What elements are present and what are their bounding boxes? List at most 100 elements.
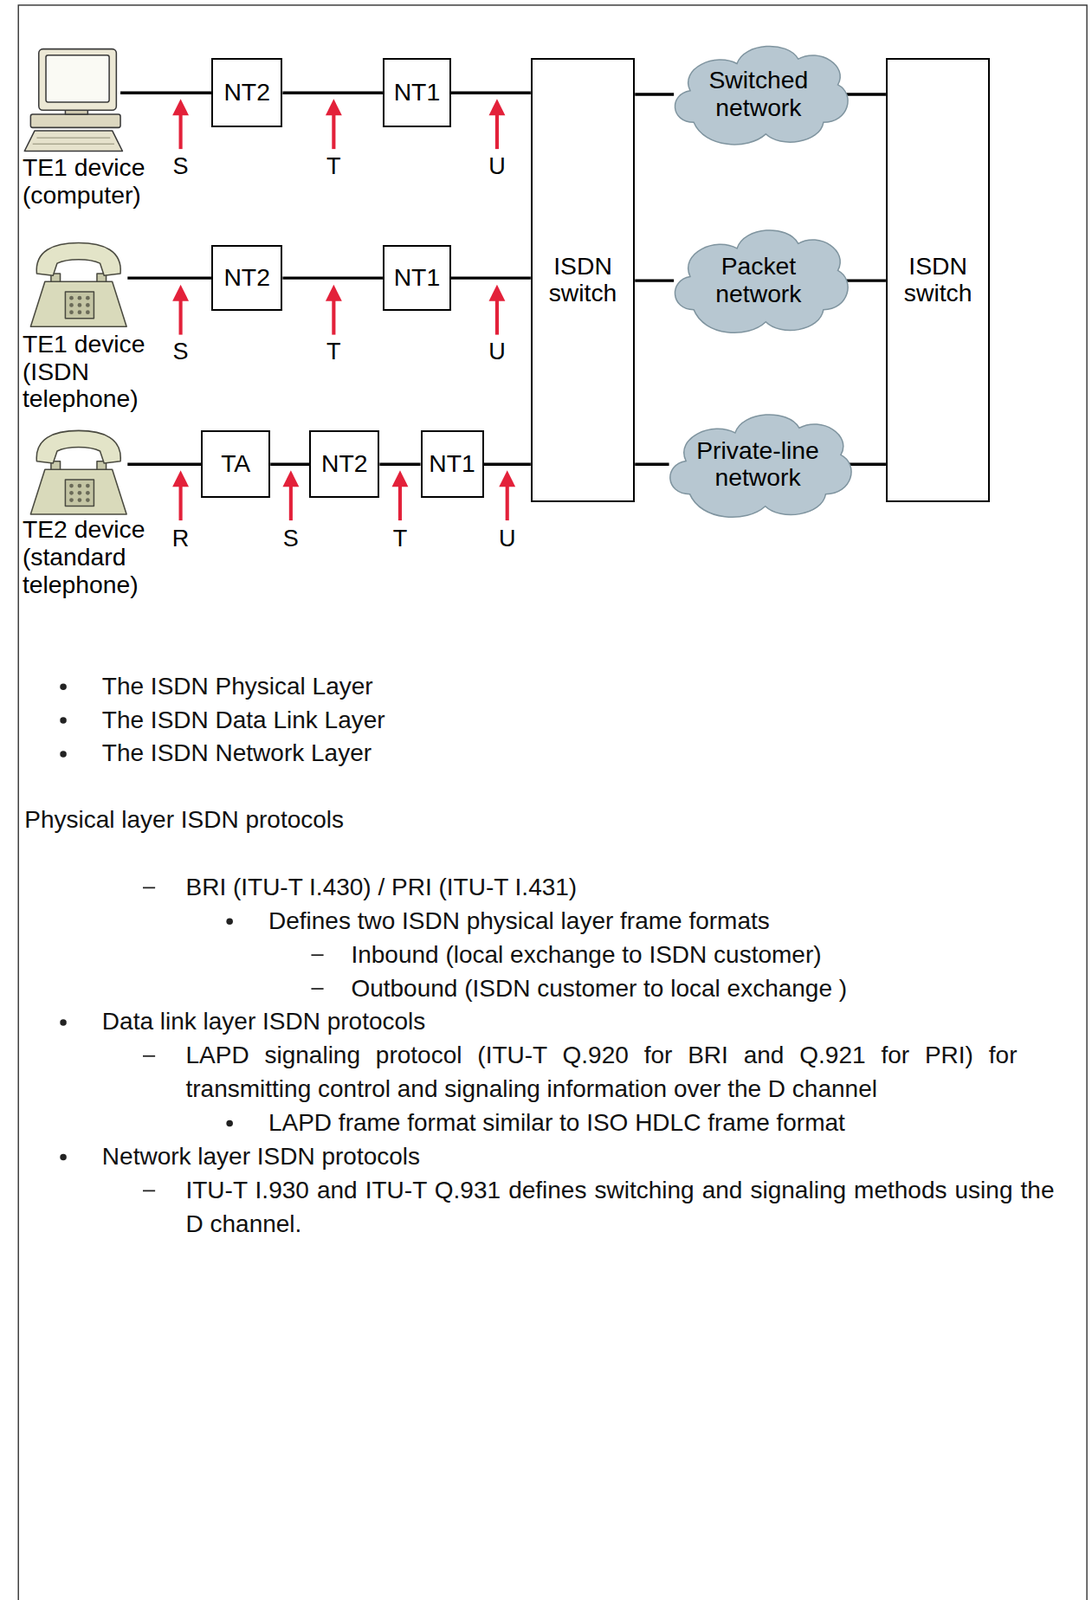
reference-point-label: T bbox=[311, 152, 356, 181]
body-text: Outbound (ISDN customer to local exchang… bbox=[350, 972, 847, 1007]
body-text: BRI (ITU-T I.430) / PRI (ITU-T I.431) bbox=[185, 871, 577, 905]
keyboard bbox=[24, 130, 123, 152]
device-label: TE1 device (computer) bbox=[22, 154, 158, 210]
reference-arrows bbox=[172, 98, 516, 521]
node-label: NT1 bbox=[428, 450, 475, 479]
device-label: TE1 device (ISDN telephone) bbox=[22, 330, 158, 414]
connector-line bbox=[127, 276, 212, 279]
bullet bbox=[226, 1120, 233, 1128]
reference-point-label: S bbox=[159, 337, 203, 367]
node-label: ISDN switch bbox=[532, 252, 634, 308]
reference-point-label: U bbox=[475, 152, 519, 181]
connector-line bbox=[282, 276, 383, 279]
body-text: Defines two ISDN physical layer frame fo… bbox=[268, 904, 770, 939]
reference-point-label: T bbox=[378, 524, 422, 554]
node-label: TA bbox=[220, 450, 251, 479]
cloud-outline bbox=[670, 413, 852, 517]
terminal-device: TE1 device (computer) bbox=[22, 49, 121, 152]
dash bbox=[310, 988, 324, 990]
body-text: ITU-T I.930 and ITU-T Q.931 defines swit… bbox=[185, 1174, 1054, 1242]
bullet bbox=[59, 1019, 67, 1027]
connector-line bbox=[634, 278, 674, 282]
body-text: The ISDN Physical Layer bbox=[102, 670, 374, 705]
connector-line bbox=[846, 463, 886, 466]
network-cloud: Packet network bbox=[668, 219, 849, 342]
network-cloud: Switched network bbox=[668, 35, 849, 154]
telephone-icon bbox=[30, 243, 127, 328]
page-frame bbox=[18, 5, 1087, 1600]
body-text: LAPD frame format similar to ISO HDLC fr… bbox=[268, 1106, 846, 1141]
cloud-outline bbox=[674, 46, 848, 145]
phone-body bbox=[30, 469, 127, 515]
reference-arrow bbox=[392, 470, 409, 521]
connector-line bbox=[282, 91, 383, 95]
connector-line bbox=[634, 92, 674, 96]
bullet bbox=[59, 683, 67, 691]
reference-point-label: T bbox=[311, 337, 356, 367]
terminal-device: TE1 device (ISDN telephone) bbox=[30, 239, 128, 330]
connector-line bbox=[270, 463, 310, 466]
bullet bbox=[59, 750, 67, 758]
body-text: The ISDN Network Layer bbox=[102, 736, 372, 771]
network-box: NT2 bbox=[211, 245, 283, 312]
device-label: TE2 device (standard telephone) bbox=[22, 516, 158, 599]
keypad bbox=[64, 479, 94, 507]
keypad-keys bbox=[69, 484, 91, 503]
reference-arrow bbox=[172, 284, 189, 336]
handset bbox=[36, 430, 121, 464]
reference-point-label: R bbox=[159, 524, 203, 554]
phone-body bbox=[30, 281, 127, 327]
reference-arrow bbox=[325, 98, 343, 149]
node-label: NT1 bbox=[394, 264, 440, 292]
telephone-icon bbox=[30, 430, 127, 515]
bullet bbox=[226, 917, 233, 925]
terminal-device: TE2 device (standard telephone) bbox=[30, 426, 128, 517]
reference-arrow bbox=[489, 284, 506, 336]
bullet bbox=[59, 717, 67, 724]
reference-arrow bbox=[172, 470, 189, 521]
reference-point-label: U bbox=[475, 337, 519, 367]
node-label: NT2 bbox=[223, 264, 270, 292]
connector-line bbox=[120, 91, 212, 95]
network-box: NT1 bbox=[420, 430, 485, 498]
reference-point-label: S bbox=[159, 152, 203, 181]
body-text: Inbound (local exchange to ISDN customer… bbox=[350, 938, 821, 973]
node-label: Packet network bbox=[692, 252, 825, 308]
node-label: Switched network bbox=[692, 66, 825, 122]
screen bbox=[45, 55, 110, 103]
node-label: NT2 bbox=[321, 450, 368, 479]
key-row bbox=[36, 137, 110, 139]
connector-line bbox=[634, 463, 669, 466]
handset bbox=[36, 243, 121, 277]
reference-point-label: U bbox=[485, 524, 530, 554]
body-text: Physical layer ISDN protocols bbox=[24, 803, 344, 838]
network-box: ISDN switch bbox=[530, 58, 635, 503]
connector-line bbox=[451, 91, 531, 95]
network-box: NT1 bbox=[382, 245, 452, 312]
connector-line bbox=[484, 463, 531, 466]
dash bbox=[310, 954, 324, 957]
body-text: Data link layer ISDN protocols bbox=[102, 1005, 426, 1040]
computer-icon bbox=[24, 49, 123, 152]
network-box: NT2 bbox=[211, 58, 283, 128]
connector-line bbox=[451, 276, 531, 279]
reference-arrow bbox=[489, 98, 506, 149]
dash bbox=[142, 886, 156, 889]
body-text: The ISDN Data Link Layer bbox=[102, 704, 386, 738]
network-box: NT2 bbox=[309, 430, 380, 498]
reference-point-label: S bbox=[269, 524, 313, 554]
node-label: NT1 bbox=[394, 78, 440, 107]
connector-line bbox=[379, 463, 420, 466]
reference-arrow bbox=[325, 284, 343, 336]
body-text: LAPD signaling protocol (ITU-T Q.920 for… bbox=[185, 1039, 1017, 1107]
node-label: ISDN switch bbox=[887, 252, 989, 308]
body-text: Network layer ISDN protocols bbox=[102, 1140, 420, 1175]
reference-arrow bbox=[498, 470, 516, 521]
dash bbox=[142, 1055, 156, 1058]
bullet bbox=[59, 1154, 67, 1162]
network-box: TA bbox=[200, 430, 271, 498]
connector-line bbox=[843, 278, 886, 282]
network-cloud: Private-line network bbox=[663, 403, 853, 526]
network-box: NT1 bbox=[382, 58, 452, 128]
